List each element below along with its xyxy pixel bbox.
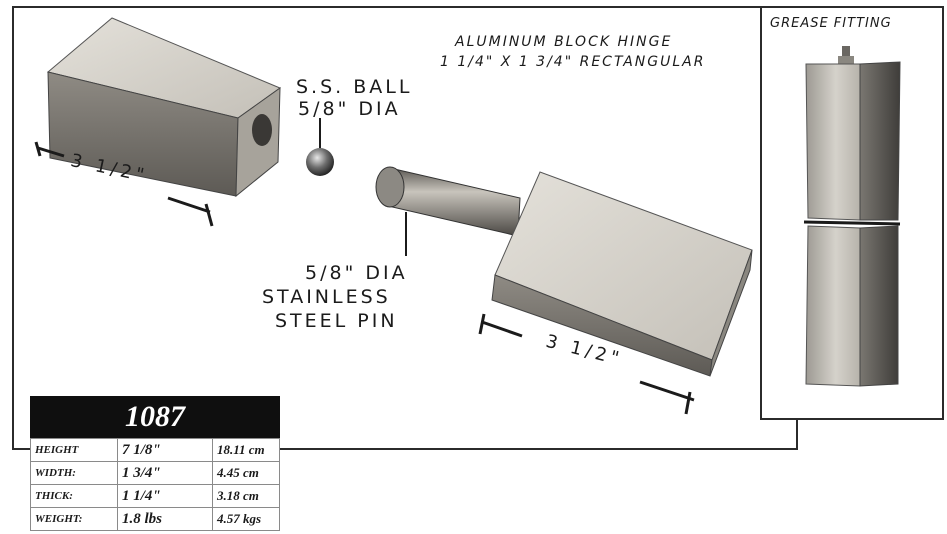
pin-callout-line3: STEEL PIN bbox=[275, 310, 398, 332]
spec-label: THICK: bbox=[30, 484, 118, 508]
spec-metric: 4.57 kgs bbox=[212, 507, 280, 531]
spec-imperial: 7 1/8" bbox=[117, 438, 213, 462]
spec-imperial: 1 3/4" bbox=[117, 461, 213, 485]
spec-label: WIDTH: bbox=[30, 461, 118, 485]
female-hinge-block bbox=[46, 17, 282, 198]
assembled-hinge bbox=[803, 46, 901, 387]
spec-row-thickness: THICK: 1 1/4" 3.18 cm bbox=[30, 484, 280, 508]
pin-bore-hole bbox=[252, 114, 272, 146]
product-title-line2: 1 1/4" X 1 3/4" RECTANGULAR bbox=[440, 54, 706, 70]
hinge-split-line bbox=[803, 220, 901, 226]
male-hinge-block bbox=[375, 166, 753, 377]
spec-row-width: WIDTH: 1 3/4" 4.45 cm bbox=[30, 461, 280, 485]
grease-fitting-nipple bbox=[842, 46, 850, 64]
spec-imperial: 1.8 lbs bbox=[117, 507, 213, 531]
spec-row-height: HEIGHT 7 1/8" 18.11 cm bbox=[30, 438, 280, 462]
dimension-line-left bbox=[34, 141, 214, 227]
spec-metric: 18.11 cm bbox=[212, 438, 280, 462]
stainless-pin bbox=[387, 167, 521, 237]
spec-imperial: 1 1/4" bbox=[117, 484, 213, 508]
product-title-line1: ALUMINUM BLOCK HINGE bbox=[455, 34, 673, 50]
grease-fitting-label: GREASE FITTING bbox=[770, 16, 892, 31]
spec-label: WEIGHT: bbox=[30, 507, 118, 531]
pin-callout-line1: 5/8" DIA bbox=[305, 262, 408, 284]
spec-row-weight: WEIGHT: 1.8 lbs 4.57 kgs bbox=[30, 507, 280, 531]
spec-box: 1087 HEIGHT 7 1/8" 18.11 cm WIDTH: 1 3/4… bbox=[30, 396, 280, 534]
ball-callout-line1: S.S. BALL bbox=[296, 76, 413, 98]
ball-callout-line2: 5/8" DIA bbox=[298, 98, 401, 120]
spec-table: HEIGHT 7 1/8" 18.11 cm WIDTH: 1 3/4" 4.4… bbox=[30, 438, 280, 531]
dimension-line-right bbox=[478, 313, 695, 415]
model-number: 1087 bbox=[30, 396, 280, 438]
spec-label: HEIGHT bbox=[30, 438, 118, 462]
pin-callout-line2: STAINLESS bbox=[262, 286, 391, 308]
spec-metric: 3.18 cm bbox=[212, 484, 280, 508]
stainless-ball bbox=[306, 148, 334, 176]
spec-metric: 4.45 cm bbox=[212, 461, 280, 485]
